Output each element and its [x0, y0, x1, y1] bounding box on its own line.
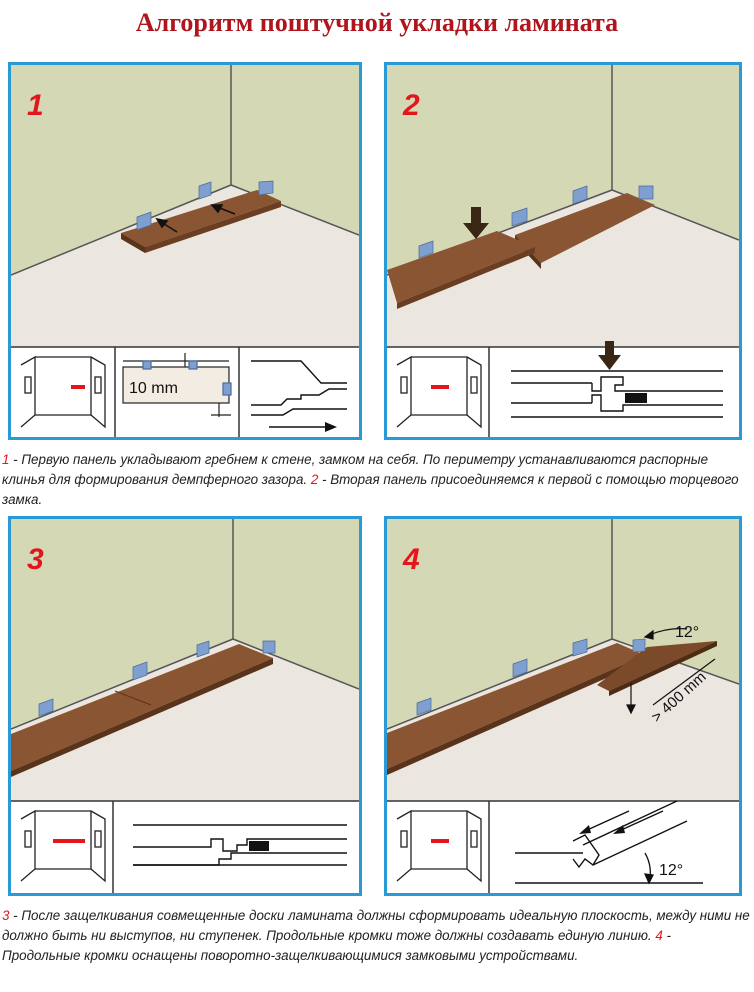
panel-step-1: 10 mm 1	[8, 62, 362, 440]
angle-arc	[643, 852, 654, 885]
spacer-wedges	[418, 185, 654, 259]
arrow-down-icon	[598, 341, 621, 370]
angled-lock-profile	[515, 800, 703, 884]
laminate-board-new	[387, 231, 535, 303]
step-number: 2	[403, 89, 420, 122]
room-corner-icon	[396, 809, 482, 883]
arrow-down-left-icon	[579, 810, 664, 834]
laminate-board	[121, 190, 281, 247]
scene-step-1: 10 mm	[11, 65, 359, 437]
page-title: Алгоритм поштучной укладки ламината	[135, 8, 619, 37]
step-number: 3	[27, 543, 44, 576]
panel-step-2: 2	[384, 62, 742, 440]
laminate-board	[515, 193, 655, 263]
spacer-wedges	[416, 638, 646, 716]
panel-step-3: 3	[8, 516, 362, 896]
angle-label: 12°	[675, 624, 699, 641]
tap-block	[249, 841, 269, 851]
room-corner-icon	[20, 355, 106, 429]
spacer-wedges	[38, 640, 276, 717]
end-lock-profile	[511, 370, 723, 418]
lock-profile	[251, 360, 347, 416]
arrow-icon	[155, 204, 236, 233]
dimension-marks	[626, 628, 716, 715]
spacer-wedges	[136, 180, 274, 231]
scene-step-4: 12° > 400 mm 12°	[387, 519, 739, 893]
caption-steps-1-2: 1 - Первую панель укладывают гребнем к с…	[2, 452, 739, 507]
panel-step-4: 12° > 400 mm 12° 4	[384, 516, 742, 896]
gap-label: 10 mm	[129, 380, 178, 397]
step-number: 4	[403, 543, 420, 576]
laminate-row	[387, 643, 645, 769]
arrow-right-icon	[269, 422, 337, 432]
laminate-row	[11, 644, 273, 771]
scene-step-3	[11, 519, 359, 893]
room-corner-icon	[396, 355, 482, 429]
arrow-down-icon	[463, 207, 489, 239]
angle-label: 12°	[659, 862, 683, 879]
gap-detail	[122, 353, 232, 417]
caption-steps-3-4: 3 - После защелкивания совмещенные доски…	[2, 908, 750, 963]
room-corner-icon	[20, 809, 106, 883]
step-number: 1	[27, 89, 44, 122]
joined-lock-profile	[133, 824, 347, 866]
tap-block	[625, 393, 647, 403]
laminate-board-angled	[597, 641, 717, 691]
scene-step-2	[387, 65, 739, 437]
